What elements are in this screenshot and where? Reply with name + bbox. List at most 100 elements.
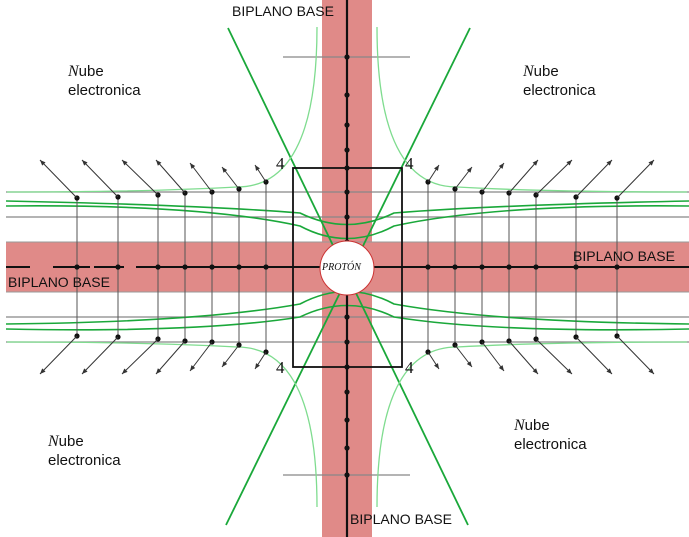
dot: [74, 264, 80, 270]
field-arrow: [616, 159, 655, 199]
dot: [452, 264, 458, 270]
field-arrow: [189, 162, 213, 193]
nube-line2: electronica: [68, 82, 141, 99]
nube-line2: electronica: [514, 436, 587, 453]
biplano-label-left: BIPLANO BASE: [8, 274, 110, 290]
arrow-head-icon: [648, 160, 654, 166]
field-arrow: [481, 341, 505, 372]
nube-label-top-left: Nube electronica: [68, 62, 141, 100]
field-arrow: [575, 336, 613, 375]
arrow-head-icon: [190, 365, 196, 371]
dot: [344, 389, 350, 395]
nube-n: N: [48, 433, 59, 450]
field-arrow: [189, 341, 213, 372]
dot: [344, 314, 350, 320]
field-arrow: [81, 159, 119, 198]
arrow-head-icon: [190, 163, 196, 169]
nube-line2: electronica: [523, 82, 596, 99]
field-arrow: [39, 159, 78, 199]
corner-number-bottom-left: 4: [276, 358, 285, 377]
arrow-head-icon: [40, 160, 46, 166]
biplano-label-right: BIPLANO BASE: [573, 248, 675, 264]
arrow-head-icon: [40, 368, 46, 374]
arrow-head-icon: [498, 365, 504, 371]
dot: [155, 264, 161, 270]
arrow-head-icon: [222, 361, 228, 367]
field-arrow: [535, 338, 573, 375]
dot: [533, 264, 539, 270]
dot: [344, 214, 350, 220]
field-arrow: [616, 335, 655, 375]
field-arrow: [121, 338, 159, 375]
dot: [344, 92, 350, 98]
arrow-head-icon: [434, 363, 439, 369]
dot: [344, 54, 350, 60]
dot: [344, 445, 350, 451]
arrow-head-icon: [532, 368, 538, 374]
nube-n: N: [514, 417, 525, 434]
arrow-head-icon: [566, 368, 572, 374]
arrow-head-icon: [255, 165, 260, 171]
field-arrow: [535, 159, 573, 196]
arrow-head-icon: [156, 368, 162, 374]
biplano-label-bottom: BIPLANO BASE: [350, 511, 452, 527]
dot: [344, 122, 350, 128]
arrow-head-icon: [606, 160, 612, 166]
arrow-head-icon: [466, 361, 472, 367]
dot: [344, 165, 350, 171]
arrow-head-icon: [648, 368, 654, 374]
dot: [344, 339, 350, 345]
nube-line2: electronica: [48, 452, 121, 469]
biplano-label-top: BIPLANO BASE: [232, 3, 334, 19]
field-arrow: [81, 336, 119, 375]
arrow-head-icon: [82, 160, 88, 166]
field-arrow: [39, 335, 78, 375]
dot: [182, 264, 188, 270]
field-arrow: [508, 340, 539, 375]
nube-rest: ube: [58, 433, 84, 450]
field-arrow: [481, 162, 505, 193]
nube-rest: ube: [524, 417, 550, 434]
arrow-head-icon: [156, 160, 162, 166]
dot: [344, 364, 350, 370]
dot: [479, 264, 485, 270]
arrow-head-icon: [566, 160, 572, 166]
arrow-head-icon: [122, 160, 128, 166]
field-arrow: [155, 340, 186, 375]
dot: [506, 264, 512, 270]
nube-n: N: [523, 63, 534, 80]
dot: [209, 264, 215, 270]
nube-rest: ube: [78, 63, 104, 80]
arrow-head-icon: [466, 167, 472, 173]
arrow-head-icon: [82, 368, 88, 374]
dot: [614, 264, 620, 270]
dot: [263, 264, 269, 270]
field-arrow: [121, 159, 159, 196]
nube-rest: ube: [533, 63, 559, 80]
proton-label: PROTÓN: [322, 262, 361, 273]
arrow-head-icon: [498, 163, 504, 169]
dot: [236, 264, 242, 270]
arrow-head-icon: [122, 368, 128, 374]
nube-label-bottom-left: Nube electronica: [48, 432, 121, 470]
field-arrow: [575, 159, 613, 198]
dot: [425, 264, 431, 270]
nube-label-bottom-right: Nube electronica: [514, 416, 587, 454]
field-arrow: [155, 159, 186, 194]
dot: [344, 189, 350, 195]
dot: [344, 417, 350, 423]
arrow-head-icon: [222, 167, 228, 173]
nube-label-top-right: Nube electronica: [523, 62, 596, 100]
arrow-head-icon: [532, 160, 538, 166]
corner-number-bottom-right: 4: [405, 358, 414, 377]
dot: [115, 264, 121, 270]
nube-n: N: [68, 63, 79, 80]
dot: [344, 147, 350, 153]
arrow-head-icon: [255, 363, 260, 369]
proton-circle: [319, 240, 375, 296]
dot: [344, 472, 350, 478]
field-arrow: [508, 159, 539, 194]
arrow-head-icon: [434, 165, 439, 171]
